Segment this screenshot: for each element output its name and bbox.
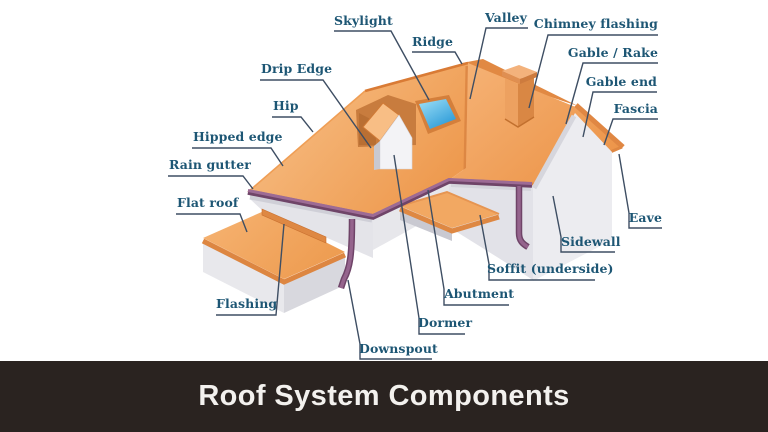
- leader-lines: [168, 27, 662, 360]
- label-eave: Eave: [628, 210, 662, 225]
- label-chimney-flashing: Chimney flashing: [533, 16, 658, 31]
- downspout-right: [515, 186, 530, 250]
- label-gable-end: Gable end: [585, 74, 657, 89]
- label-gable-rake: Gable / Rake: [567, 45, 658, 60]
- label-flashing: Flashing: [216, 296, 278, 311]
- label-drip-edge: Drip Edge: [261, 61, 333, 76]
- leader-eave: [618, 153, 662, 229]
- leader-gable-rake: [565, 62, 658, 125]
- leader-dormer: [393, 154, 465, 335]
- leader-drip-edge: [260, 79, 372, 149]
- leader-hipped-edge: [192, 147, 284, 167]
- downspout-left: [337, 218, 356, 290]
- skylight-window: [415, 95, 461, 134]
- leader-rain-gutter: [168, 175, 254, 190]
- wall-left: [250, 194, 373, 258]
- leader-gable-end: [582, 91, 657, 138]
- leader-valley: [469, 27, 528, 100]
- leader-chimney-flashing: [528, 34, 658, 109]
- leader-flat-roof: [176, 213, 248, 233]
- label-valley: Valley: [485, 10, 527, 25]
- porch-roof: [399, 190, 500, 241]
- label-rain-gutter: Rain gutter: [169, 157, 251, 172]
- rain-gutter-run: [247, 177, 533, 220]
- leader-abutment: [427, 189, 509, 306]
- label-ridge: Ridge: [412, 34, 454, 49]
- leader-sidewall: [552, 195, 615, 253]
- label-fascia: Fascia: [613, 101, 658, 116]
- leader-skylight: [334, 30, 430, 101]
- valley-crease: [463, 65, 469, 171]
- dormer-structure: [356, 95, 416, 170]
- label-skylight: Skylight: [334, 13, 393, 28]
- label-hip: Hip: [273, 98, 299, 113]
- flat-roof-annex: [201, 208, 347, 313]
- leader-fascia: [603, 118, 658, 146]
- title-bar: Roof System Components: [0, 361, 768, 432]
- leader-hip: [272, 116, 314, 133]
- flat-roof-surface: [203, 211, 345, 279]
- leader-flashing: [216, 223, 285, 316]
- leader-soffit: [479, 214, 595, 281]
- label-flat-roof: Flat roof: [177, 195, 239, 210]
- rake-fascia: [574, 103, 625, 149]
- label-hipped-edge: Hipped edge: [193, 129, 283, 144]
- diagram-title: Roof System Components: [198, 380, 570, 412]
- leader-ridge: [412, 51, 463, 65]
- label-sidewall: Sidewall: [561, 234, 621, 249]
- label-abutment: Abutment: [444, 286, 515, 301]
- label-dormer: Dormer: [418, 315, 473, 330]
- label-soffit: Soffit (underside): [487, 261, 614, 276]
- leader-downspout: [347, 279, 432, 360]
- chimney: [502, 65, 537, 128]
- flashing-strip: [261, 208, 327, 244]
- label-downspout: Downspout: [359, 341, 438, 356]
- hip-edge: [247, 90, 366, 193]
